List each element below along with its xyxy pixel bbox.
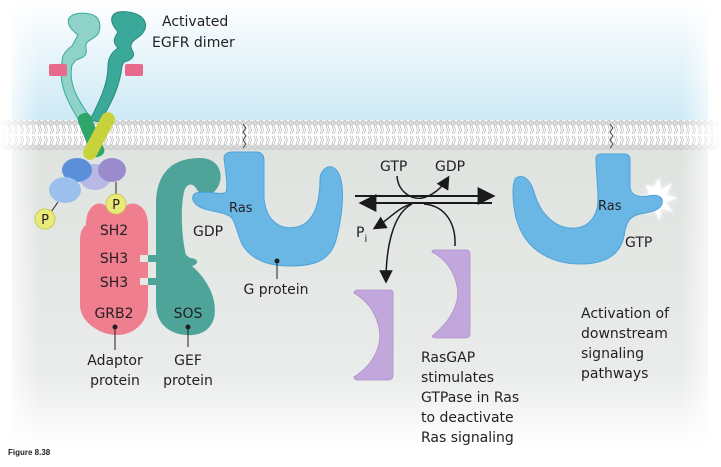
transmembrane-yellow (83, 112, 115, 160)
left-fade (0, 0, 40, 463)
rasgap-release-arrow (379, 203, 413, 284)
ras-gtp-protein (512, 153, 663, 265)
kinase-blue (62, 158, 92, 182)
ras-right-label: Ras (598, 199, 622, 214)
egf-ligand-left (49, 64, 67, 76)
gtp-gdp-exchange-arrow (396, 175, 450, 200)
kinase-purple (98, 158, 126, 182)
pi-label-main: P (356, 225, 364, 241)
phosphate-group-2: P (105, 193, 127, 215)
g-protein-label: G protein (243, 282, 308, 298)
adaptor-label-line1: Adaptor (87, 353, 143, 369)
phosphate-group-1: P (34, 208, 56, 230)
figure-caption: Figure 8.38 (8, 448, 51, 457)
grb2-adaptor-protein (80, 203, 148, 335)
rasgap-label-line1: RasGAP (421, 350, 475, 366)
downstream-label-line2: downstream (581, 326, 668, 342)
downstream-label-line4: pathways (581, 366, 648, 382)
rasgap-protein-released (353, 289, 394, 381)
gef-label-line1: GEF (174, 353, 202, 369)
downstream-label-line1: Activation of (581, 306, 670, 322)
rasgap-label-line3: GTPase in Ras (421, 390, 519, 406)
phosphate-label-2: P (112, 198, 120, 213)
gtp-in-label: GTP (380, 159, 407, 175)
gdp-bound-label: GDP (193, 224, 223, 240)
lipid-anchor-left (242, 123, 247, 149)
sh3-label-b: SH3 (100, 275, 128, 291)
gtp-bound-label: GTP (625, 235, 652, 251)
sh3-label-a: SH3 (100, 251, 128, 267)
ras-gdp-protein (192, 151, 343, 267)
gef-label-line2: protein (163, 373, 213, 389)
pi-label: Pi (356, 225, 367, 245)
kinase-lightblue (49, 177, 81, 203)
egfr-label-line2: EGFR dimer (152, 35, 235, 51)
adaptor-label-line2: protein (90, 373, 140, 389)
egfr-monomer-right (89, 11, 146, 123)
rasgap-label-line5: Ras signaling (421, 430, 514, 446)
grb2-label: GRB2 (94, 306, 133, 322)
sos-gef-protein (148, 158, 221, 336)
rasgap-binding-line (423, 203, 456, 247)
rasgap-label-line4: to deactivate (421, 410, 514, 426)
egfr-label-line1: Activated (162, 14, 228, 30)
phosphate-label-1: P (41, 213, 49, 228)
egf-ligand-right (125, 64, 143, 76)
lipid-anchor-right (609, 123, 614, 149)
rasgap-protein-bound (431, 249, 471, 339)
pi-label-subscript: i (364, 234, 367, 245)
plasma-membrane (0, 120, 721, 150)
rasgap-label-line2: stimulates (421, 370, 494, 386)
right-fade (681, 0, 721, 463)
exchange-reaction (355, 175, 496, 284)
pi-release-arrow (372, 203, 413, 230)
sos-label: SOS (174, 306, 203, 322)
egfr-dimer (48, 11, 146, 216)
downstream-label-line3: signaling (581, 346, 644, 362)
sh2-label: SH2 (100, 223, 128, 239)
gdp-out-label: GDP (435, 159, 465, 175)
ras-left-label: Ras (229, 201, 253, 216)
